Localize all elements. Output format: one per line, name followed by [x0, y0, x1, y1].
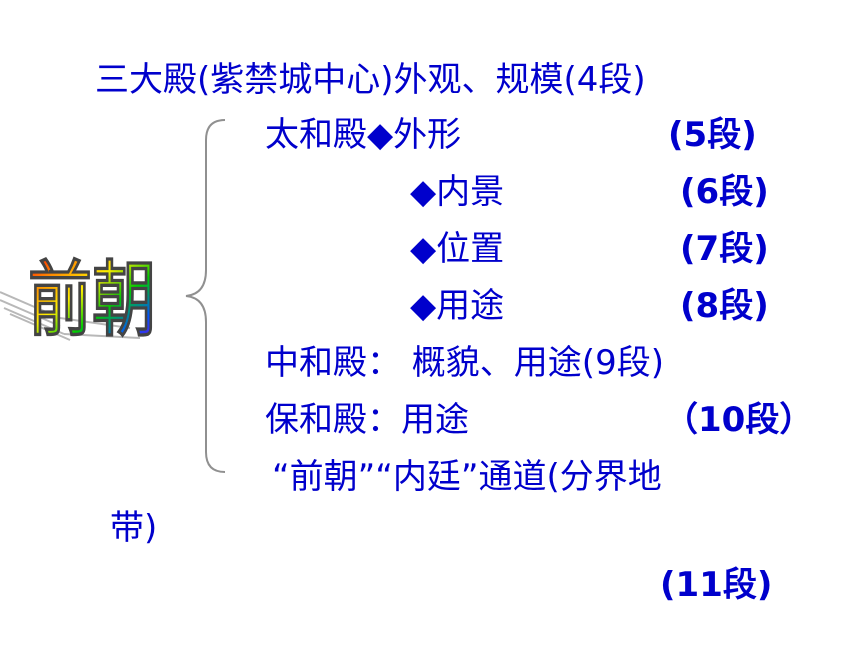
row-taihe-weizhi: ◆位置 [410, 229, 504, 269]
wordart-text: 前朝 [28, 253, 156, 348]
row-baohe: 保和殿：用途 [265, 400, 469, 440]
page-title: 三大殿(紫禁城中心)外观、规模(4段) [95, 60, 646, 100]
row-passage-continued: 带) [110, 508, 158, 548]
paragraph-ref: (8段) [680, 286, 769, 326]
paragraph-ref: (7段) [680, 229, 769, 269]
hall-name-taihe: 太和殿 [265, 115, 367, 155]
diamond-bullet-icon: ◆ [367, 115, 394, 155]
row-taihe-waixing: 太和殿◆外形 [265, 115, 461, 155]
row-desc: 内景 [436, 172, 505, 212]
row-desc: 位置 [436, 229, 505, 269]
row-desc: 用途 [436, 286, 505, 326]
paragraph-ref: (5段) [668, 115, 757, 155]
row-zhonghe: 中和殿： 概貌、用途(9段) [265, 343, 664, 383]
row-passage: “前朝”“内廷”通道(分界地 [272, 457, 662, 497]
paragraph-ref: (6段) [680, 172, 769, 212]
diamond-bullet-icon: ◆ [410, 229, 437, 269]
row-taihe-yongtu: ◆用途 [410, 286, 504, 326]
row-taihe-neijing: ◆内景 [410, 172, 504, 212]
diamond-bullet-icon: ◆ [410, 286, 437, 326]
wordart-qianchao: 前朝 [0, 253, 156, 348]
diamond-bullet-icon: ◆ [410, 172, 437, 212]
row-desc: 外形 [393, 115, 462, 155]
curly-brace [185, 119, 226, 473]
paragraph-ref: (11段) [660, 565, 773, 605]
paragraph-ref: （10段） [664, 400, 814, 440]
